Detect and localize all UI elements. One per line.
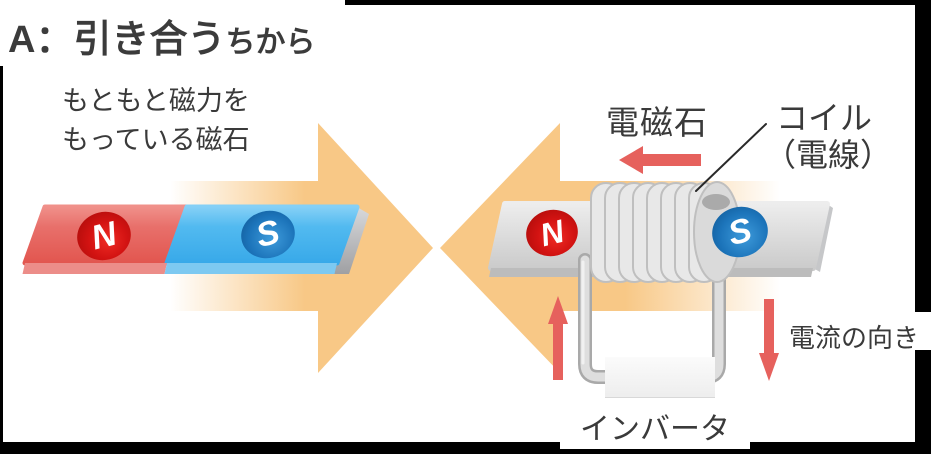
coil-label-line1: コイル: [776, 100, 873, 136]
frame-right-edge: [915, 0, 931, 454]
permanent-magnet-label-line2: もっている磁石: [62, 125, 250, 155]
page-title-main: A：引き合う: [8, 19, 226, 61]
inverter-label: インバータ: [580, 413, 730, 446]
coil-label: コイル （電線）: [764, 100, 892, 174]
permanent-magnet-label: もともと磁力を もっている磁石: [62, 82, 250, 160]
frame-bottom-edge: [0, 442, 931, 454]
page-title: A：引き合うちから: [8, 8, 315, 63]
permanent-magnet-south-letter: S: [252, 212, 284, 256]
current-direction-label: 電流の向き: [789, 323, 920, 353]
current-label-plate: [785, 312, 931, 350]
permanent-magnet-label-line1: もともと磁力を: [62, 86, 250, 116]
current-arrow-down: [759, 299, 779, 381]
electromagnet-north-letter: N: [536, 212, 568, 253]
permanent-magnet-north-letter: N: [87, 214, 121, 257]
current-arrow-up: [548, 296, 568, 380]
title-plate: [0, 0, 345, 66]
coil-opening-shadow: [702, 194, 730, 210]
frame-left-edge: [0, 0, 3, 454]
coil-label-line2: （電線）: [764, 137, 893, 173]
electromagnet-force-arrow-left: [619, 146, 701, 174]
permanent-magnet-bar: [22, 204, 369, 274]
frame-top-edge: [0, 0, 931, 5]
page-title-suffix: ちから: [225, 26, 316, 59]
inverter-box: [605, 357, 715, 404]
inverter-label-plate: [560, 398, 750, 449]
electromagnet-label: 電磁石: [606, 104, 708, 141]
electromagnet-south-letter: S: [724, 210, 756, 253]
coil-pointer-line: [695, 123, 767, 192]
